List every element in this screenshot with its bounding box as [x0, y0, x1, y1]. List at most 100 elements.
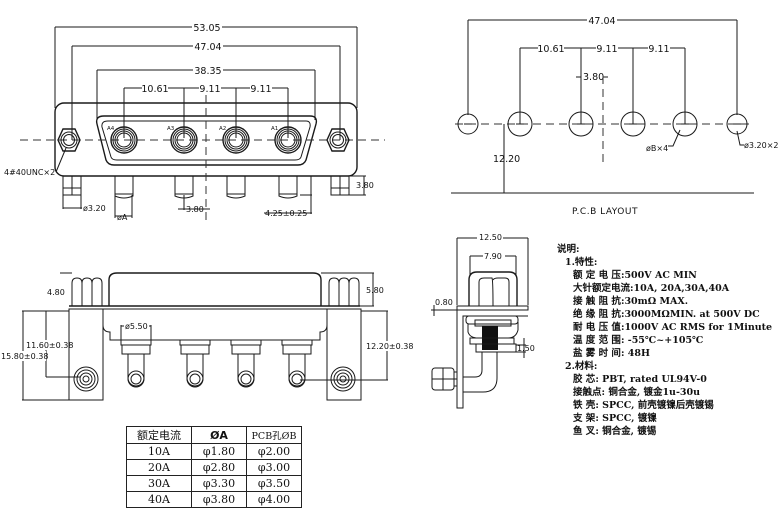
table-row: 30A φ3.30 φ3.50	[126, 475, 302, 492]
pin-hole	[568, 111, 594, 137]
pin-eye-inner	[291, 373, 303, 385]
dim-text: 5.80	[366, 286, 384, 295]
contact-ring	[276, 128, 300, 152]
thread-label: 4#40UNC×2	[4, 168, 55, 177]
front-view: 53.05 47.04 38.35 10.61 9.	[4, 21, 385, 222]
pin-label: A3	[167, 126, 175, 132]
header-pcb-hole: PCB孔ØB	[246, 426, 302, 444]
contact-ring	[176, 132, 192, 148]
dim-text: 3.80	[356, 181, 374, 190]
pin-flange	[179, 339, 211, 346]
bracket-pins	[62, 175, 350, 196]
note-value: :10A, 20A,30A,40A	[630, 283, 730, 294]
mount-hole-label: ø3.20×2	[744, 141, 779, 150]
contact-tail	[278, 176, 298, 199]
note-key: 支 架	[573, 413, 596, 424]
note-value: : 48H	[620, 348, 650, 359]
tail-body	[226, 176, 246, 199]
contact-a1: A1	[271, 126, 302, 154]
cell-pin-dia: φ3.30	[191, 475, 247, 492]
dim-bottom: ø3.20 øA 3.80 4.25±0.25 3.80	[62, 175, 374, 222]
dim-text: 3.80	[583, 72, 604, 83]
bracket-left	[68, 308, 104, 401]
note-value: : SPCC, 镀镍	[595, 413, 657, 424]
cell-pcb-hole: φ3.00	[246, 459, 302, 476]
dim-text: 9.11	[648, 44, 669, 55]
d-shell-inner	[101, 120, 311, 161]
dim-text: 12.20±0.38	[366, 342, 413, 351]
contact-ring	[112, 128, 136, 152]
bottom-view: 4.80 5.80 ø5.50	[0, 272, 413, 401]
table-row: 20A φ2.80 φ3.00	[126, 459, 302, 476]
mount-hole	[457, 113, 479, 135]
pin-body	[121, 344, 151, 355]
dim-text: ø5.50	[125, 322, 148, 331]
dim-text: 9.11	[199, 84, 220, 95]
pin-hole-label: øB×4	[646, 144, 668, 153]
pin-eye-inner	[240, 373, 252, 385]
contact-a4: A4	[107, 126, 138, 154]
note-value: :1000V AC RMS for 1Minute	[620, 322, 773, 333]
contact-tail	[226, 176, 246, 199]
standoff-right	[328, 277, 360, 306]
dim-text: 11.60±0.38	[26, 341, 73, 350]
back-shell	[108, 272, 322, 306]
cell-current: 40A	[126, 491, 192, 508]
dim-text: 4.80	[47, 288, 65, 297]
header-pin-dia: ØA	[191, 426, 247, 444]
note-key: 胶 芯	[573, 374, 596, 385]
pin-label: A2	[219, 126, 226, 132]
contact-ring	[226, 130, 246, 150]
hole-circle	[457, 113, 479, 135]
bottom-pin	[230, 339, 262, 388]
dim-text: 53.05	[193, 23, 220, 34]
dim-text: 47.04	[588, 16, 615, 27]
pin-eye-outer	[237, 370, 255, 388]
tail-body	[174, 176, 194, 199]
note-item: 胶 芯: PBT, rated UL94V-0	[557, 373, 779, 386]
cell-pcb-hole: φ4.00	[246, 491, 302, 508]
pcb-layout: 47.04 10.61 9.11 9.11 3.80 12.20 øB×4 ø3…	[451, 14, 779, 217]
table-row: 40A φ3.80 φ4.00	[126, 491, 302, 508]
note-key: 大针额定电流	[573, 283, 631, 294]
bracket-right	[326, 308, 362, 401]
note-item: 绝 缘 阻 抗:3000MΩMIN. at 500V DC	[557, 308, 779, 321]
pin-body	[231, 344, 261, 355]
note-item: 额 定 电 压:500V AC MIN	[557, 269, 779, 282]
note-item: 接触点: 铜合金, 镀金1u-30u	[557, 386, 779, 399]
section-heading-properties: 1.特性:	[565, 257, 598, 268]
hole-circle	[726, 113, 748, 135]
bottom-pin	[179, 339, 211, 388]
pin-body	[180, 344, 210, 355]
note-value: : 铜合金, 镀锡	[595, 426, 657, 437]
side-view: 12.50 7.90 0.80 1.50	[431, 232, 535, 409]
note-value: : SPCC, 前壳镀镍后壳镀锡	[595, 400, 714, 411]
pin-flange	[230, 339, 262, 346]
dim-text: ø3.20	[83, 204, 106, 213]
current-rating-table: 额定电流 ØA PCB孔ØB 10A φ1.80 φ2.00 20A φ2.80…	[126, 426, 302, 508]
dim-text: 10.61	[537, 44, 564, 55]
pin-label: A4	[107, 126, 115, 132]
dim-pin-pitch: 10.61 9.11 9.11	[123, 83, 289, 138]
pin-hole	[620, 111, 646, 137]
bracket-eyelet-right	[330, 366, 356, 392]
dim-text: 7.90	[484, 252, 502, 261]
notes-panel: 说明: 1.特性: 额 定 电 压:500V AC MIN 大针额定电流:10A…	[557, 243, 779, 438]
tail-body	[278, 176, 298, 199]
hole-circle	[507, 111, 533, 137]
dim-text: 9.11	[250, 84, 271, 95]
dim-text: 0.80	[435, 298, 453, 307]
hole-circle	[620, 111, 646, 137]
contact-ring	[170, 126, 198, 154]
pin-eye-inner	[189, 373, 201, 385]
cell-current: 10A	[126, 443, 192, 460]
cell-current: 20A	[126, 459, 192, 476]
dim-text: 38.35	[194, 66, 221, 77]
mount-hole	[726, 113, 748, 135]
contact-ring	[116, 132, 132, 148]
note-item: 耐 电 压 值:1000V AC RMS for 1Minute	[557, 321, 779, 334]
contact-ring	[280, 132, 296, 148]
hex-nut-left	[57, 128, 81, 152]
note-item: 支 架: SPCC, 镀镍	[557, 412, 779, 425]
